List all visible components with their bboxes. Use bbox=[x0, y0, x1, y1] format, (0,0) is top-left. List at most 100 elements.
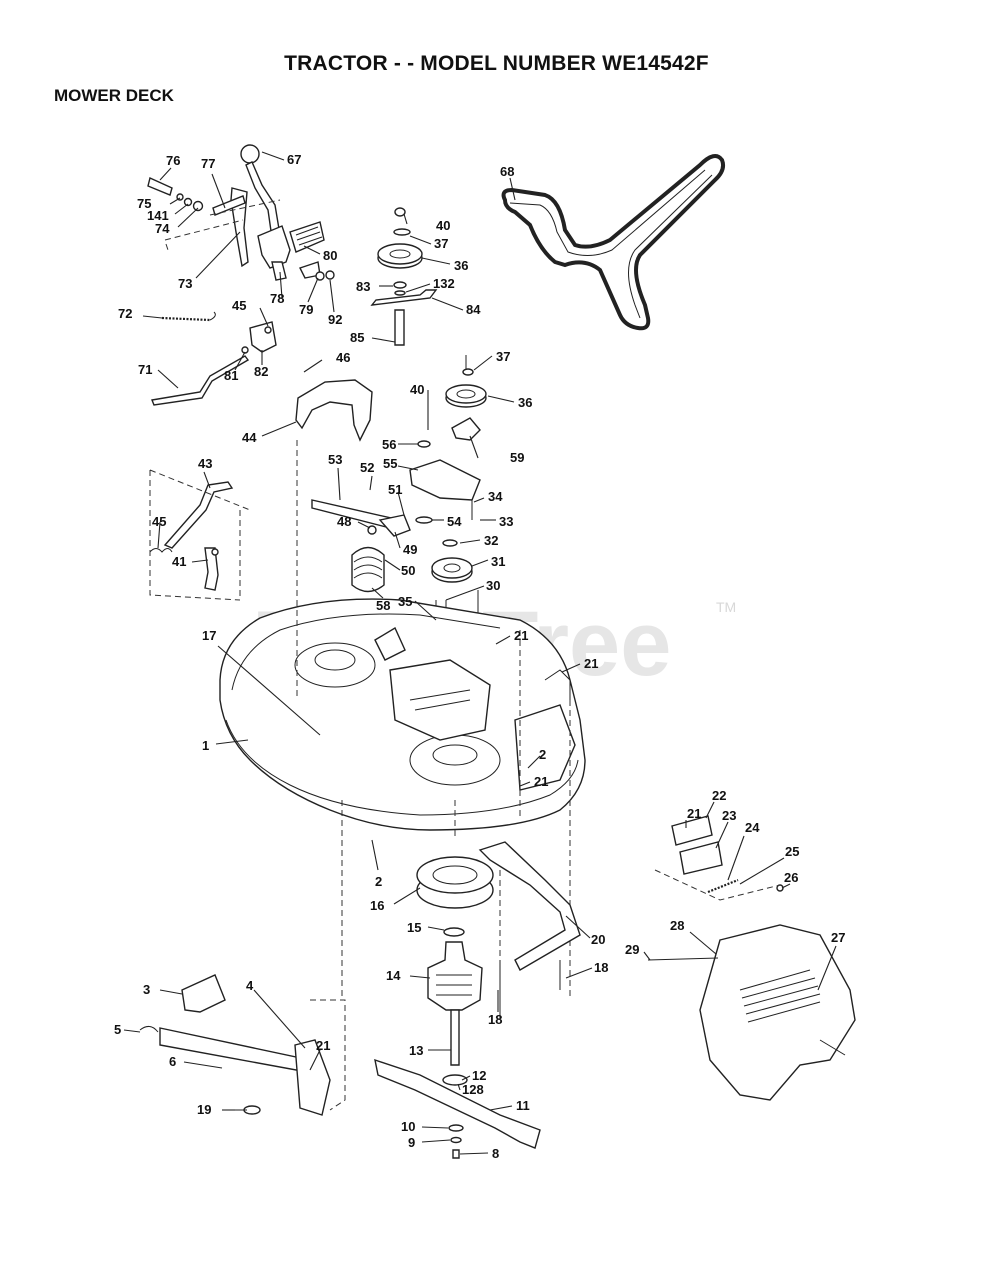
callout-2-lower: 2 bbox=[375, 874, 382, 889]
callout-3: 3 bbox=[143, 982, 150, 997]
hardware-8-9-10 bbox=[448, 1124, 464, 1159]
callout-81: 81 bbox=[224, 368, 238, 383]
callout-73: 73 bbox=[178, 276, 192, 291]
callout-28: 28 bbox=[670, 918, 684, 933]
callout-141: 141 bbox=[147, 208, 169, 223]
callout-18-lower: 18 bbox=[488, 1012, 502, 1027]
callout-18-right: 18 bbox=[594, 960, 608, 975]
callout-41: 41 bbox=[172, 554, 186, 569]
callout-52: 52 bbox=[360, 460, 374, 475]
callout-67: 67 bbox=[287, 152, 301, 167]
deck-housing-1 bbox=[219, 598, 586, 831]
callout-21-c: 21 bbox=[534, 774, 548, 789]
callout-5: 5 bbox=[114, 1022, 121, 1037]
callout-19: 19 bbox=[197, 1102, 211, 1117]
callout-45-lower: 45 bbox=[152, 514, 166, 529]
guide-lines-left bbox=[149, 469, 251, 601]
callout-49: 49 bbox=[403, 542, 417, 557]
callout-132: 132 bbox=[433, 276, 455, 291]
callout-44: 44 bbox=[242, 430, 257, 445]
callout-23: 23 bbox=[722, 808, 736, 823]
shaft-13 bbox=[442, 1009, 468, 1086]
section-title: MOWER DECK bbox=[54, 86, 174, 105]
callout-50: 50 bbox=[401, 563, 415, 578]
callout-40-lower: 40 bbox=[410, 382, 424, 397]
callout-74: 74 bbox=[155, 221, 170, 236]
callout-6: 6 bbox=[169, 1054, 176, 1069]
leader-lines bbox=[123, 151, 837, 1155]
rod-43 bbox=[163, 481, 234, 549]
callout-85: 85 bbox=[350, 330, 364, 345]
callout-40-upper: 40 bbox=[436, 218, 450, 233]
front-link-20 bbox=[478, 841, 581, 1020]
diagram-title: TRACTOR - - MODEL NUMBER WE14542F bbox=[284, 52, 709, 75]
callout-13: 13 bbox=[409, 1043, 423, 1058]
callout-11: 11 bbox=[516, 1098, 530, 1113]
callout-1: 1 bbox=[202, 738, 209, 753]
callout-77: 77 bbox=[201, 156, 215, 171]
callout-9: 9 bbox=[408, 1135, 415, 1150]
spring-72 bbox=[161, 311, 216, 322]
baffle-16 bbox=[416, 856, 494, 909]
callout-14: 14 bbox=[386, 968, 401, 983]
callout-10: 10 bbox=[401, 1119, 415, 1134]
callout-36-upper: 36 bbox=[454, 258, 468, 273]
callout-75: 75 bbox=[137, 196, 151, 211]
watermark-tm: TM bbox=[716, 599, 736, 615]
callout-72: 72 bbox=[118, 306, 132, 321]
blade-11 bbox=[374, 1058, 541, 1149]
callout-78: 78 bbox=[270, 291, 284, 306]
callout-37-lower: 37 bbox=[496, 349, 510, 364]
callout-26: 26 bbox=[784, 870, 798, 885]
idler-arm-53 bbox=[311, 499, 411, 537]
callout-76: 76 bbox=[166, 153, 180, 168]
spindle-14 bbox=[427, 927, 483, 1011]
callout-35: 35 bbox=[398, 594, 412, 609]
spring-45-lower bbox=[149, 548, 173, 553]
callout-22: 22 bbox=[712, 788, 726, 803]
callout-92: 92 bbox=[328, 312, 342, 327]
callout-51: 51 bbox=[388, 482, 402, 497]
callout-43: 43 bbox=[198, 456, 212, 471]
belt-guard-44 bbox=[295, 379, 373, 442]
rod-41 bbox=[204, 547, 219, 591]
callout-25: 25 bbox=[785, 844, 799, 859]
callout-21-b: 21 bbox=[584, 656, 598, 671]
callout-16: 16 bbox=[370, 898, 384, 913]
bracket-82 bbox=[241, 321, 277, 354]
callout-21-a: 21 bbox=[514, 628, 528, 643]
callout-15: 15 bbox=[407, 920, 421, 935]
callout-labels: 76 77 67 75 141 74 73 80 78 79 92 72 45 … bbox=[114, 152, 845, 1161]
callout-31: 31 bbox=[491, 554, 505, 569]
callout-46: 46 bbox=[336, 350, 350, 365]
callout-56: 56 bbox=[382, 437, 396, 452]
pulley-36-lower bbox=[409, 355, 487, 524]
callout-32: 32 bbox=[484, 533, 498, 548]
callout-54: 54 bbox=[447, 514, 462, 529]
callout-8: 8 bbox=[492, 1146, 499, 1161]
callout-84: 84 bbox=[466, 302, 481, 317]
callout-30: 30 bbox=[486, 578, 500, 593]
callout-79: 79 bbox=[299, 302, 313, 317]
callout-37-upper: 37 bbox=[434, 236, 448, 251]
callout-4: 4 bbox=[246, 978, 254, 993]
callout-53: 53 bbox=[328, 452, 342, 467]
callout-2-upper: 2 bbox=[539, 747, 546, 762]
pulley-36-upper bbox=[370, 207, 438, 346]
callout-71: 71 bbox=[138, 362, 152, 377]
callout-20: 20 bbox=[591, 932, 605, 947]
callout-36-lower: 36 bbox=[518, 395, 532, 410]
callout-29: 29 bbox=[625, 942, 639, 957]
callout-83: 83 bbox=[356, 279, 370, 294]
callout-59: 59 bbox=[510, 450, 524, 465]
callout-21-e: 21 bbox=[316, 1038, 330, 1053]
discharge-chute-27 bbox=[647, 924, 856, 1101]
callout-12: 12 bbox=[472, 1068, 486, 1083]
callout-27: 27 bbox=[831, 930, 845, 945]
callout-45-upper: 45 bbox=[232, 298, 246, 313]
callout-34: 34 bbox=[488, 489, 503, 504]
chute-bracket bbox=[654, 815, 784, 901]
callout-58: 58 bbox=[376, 598, 390, 613]
belt-68 bbox=[501, 154, 726, 331]
